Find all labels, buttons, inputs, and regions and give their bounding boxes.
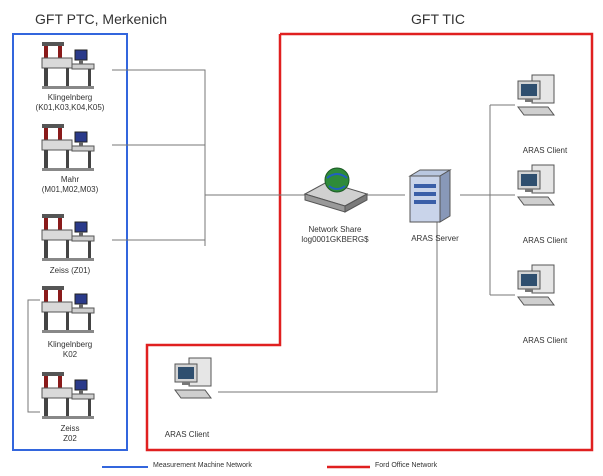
machine-name: Klingelnberg [47, 340, 93, 349]
machine-icon-zeiss-z02 [41, 371, 95, 420]
machine-name: Mahr [60, 175, 80, 184]
machine-label: Klingelnberg K02 [30, 340, 110, 360]
network-share-title: Network Share [308, 225, 362, 234]
machine-label: Klingelnberg (K01,K03,K04,K05) [30, 93, 110, 113]
machine-ids: (K01,K03,K04,K05) [35, 103, 105, 112]
machine-ids: K02 [62, 350, 78, 359]
machine-label: Zeiss Z02 [30, 424, 110, 444]
aras-client-icon-2 [517, 164, 555, 206]
measurement-network-zone [12, 33, 128, 451]
machine-icon-zeiss-z01 [41, 213, 95, 262]
machine-ids: Z02 [63, 434, 77, 443]
machine-name: Zeiss (Z01) [49, 266, 91, 275]
aras-client-icon-3 [517, 264, 555, 306]
aras-client-icon-1 [517, 74, 555, 116]
zone-title-right: GFT TIC [411, 11, 465, 27]
machine-label: Zeiss (Z01) [30, 266, 110, 276]
legend-measurement-label: Measurement Machine Network [153, 462, 252, 469]
zone-title-left: GFT PTC, Merkenich [35, 11, 167, 27]
aras-client-label: ARAS Client [522, 236, 568, 245]
machine-icon-klingelnberg-k01 [41, 41, 95, 90]
machine-name: Klingelnberg [47, 93, 93, 102]
machine-icon-mahr [41, 123, 95, 172]
network-share-icon [303, 167, 369, 213]
aras-client-label: ARAS Client [164, 430, 210, 439]
aras-client-label: ARAS Client [522, 336, 568, 345]
machine-ids: (M01,M02,M03) [41, 185, 99, 194]
machine-label: Mahr (M01,M02,M03) [30, 175, 110, 195]
machine-name: Zeiss [60, 424, 80, 433]
network-share-label: Network Share log0001GKBERG$ [285, 225, 385, 245]
aras-server-label: ARAS Server [411, 234, 459, 243]
network-wires [27, 69, 515, 413]
network-share-path: log0001GKBERG$ [301, 235, 369, 244]
machine-icon-klingelnberg-k02 [41, 285, 95, 334]
aras-server-icon [408, 169, 452, 223]
office-network-zone [145, 32, 594, 452]
legend-office-label: Ford Office Network [375, 462, 438, 469]
aras-client-label: ARAS Client [522, 146, 568, 155]
aras-client-icon-4 [174, 357, 212, 399]
